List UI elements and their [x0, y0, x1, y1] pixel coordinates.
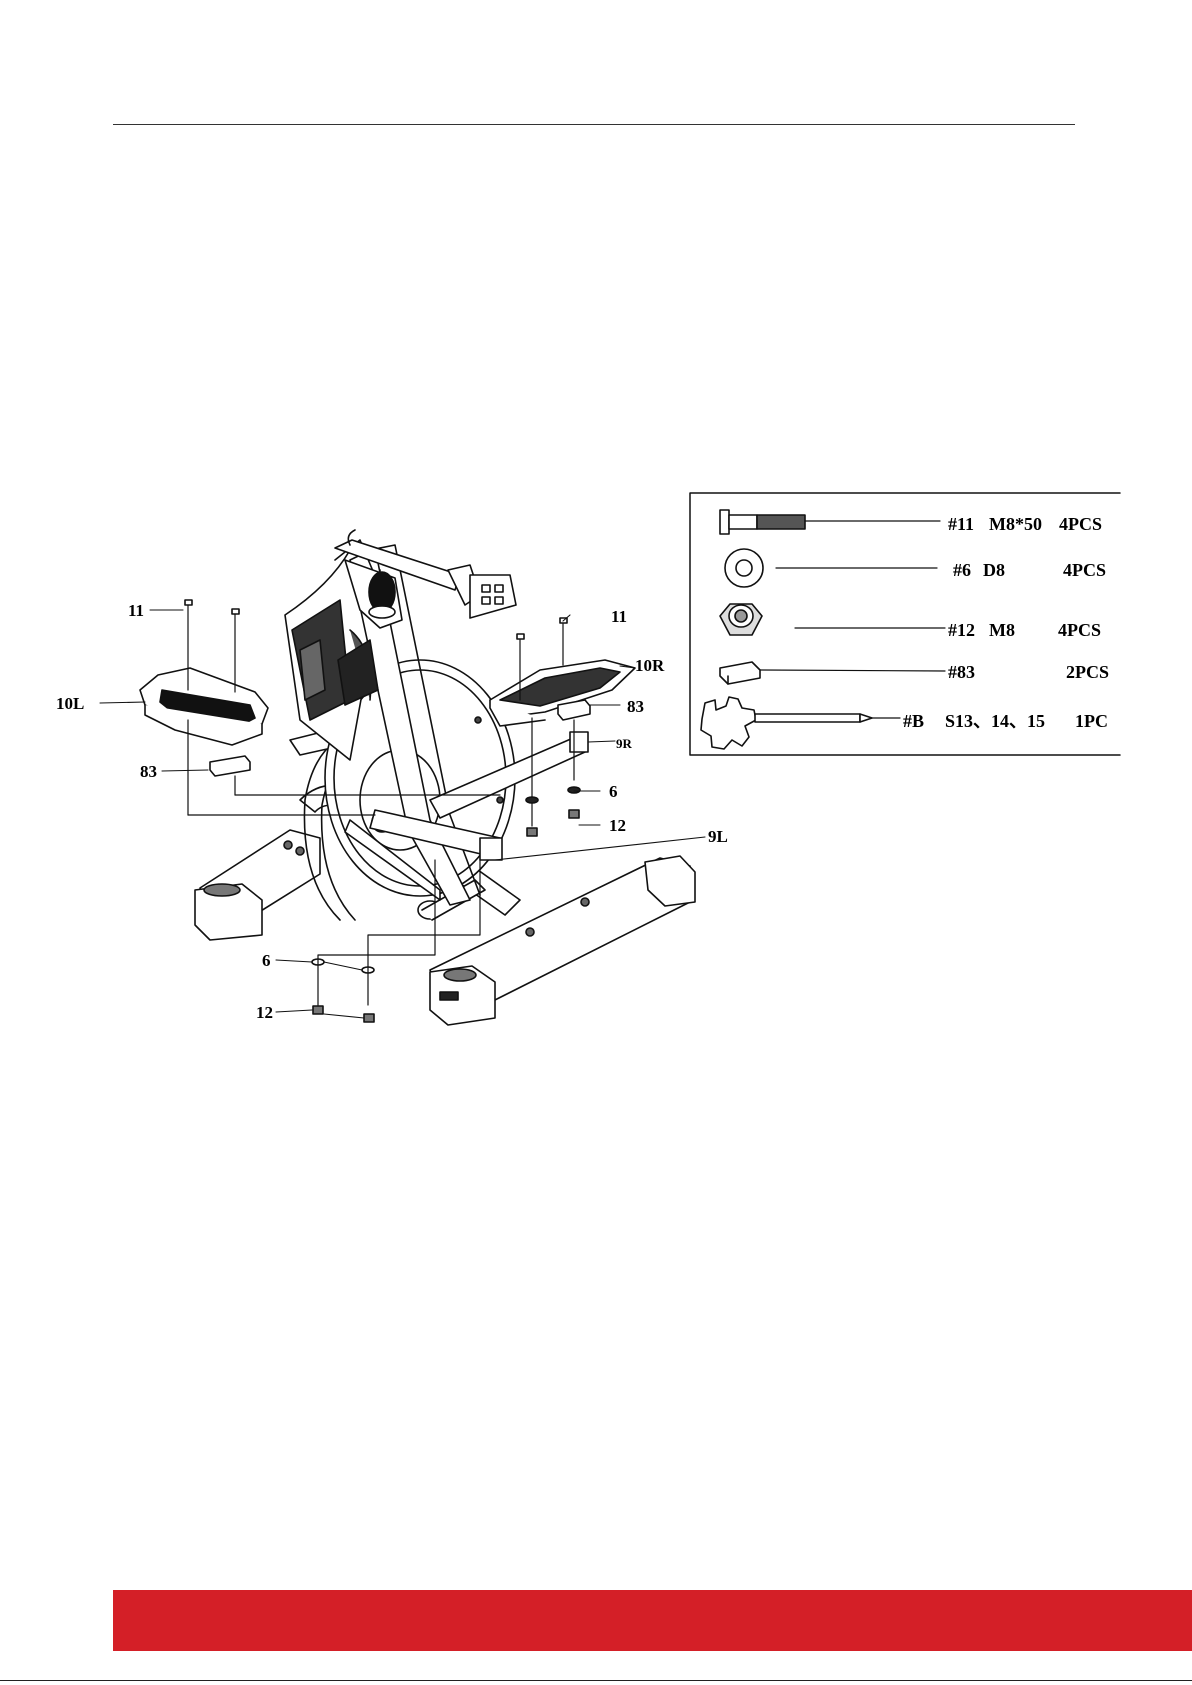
callout-bracket-left: 83	[140, 762, 157, 781]
part-6-id: #6	[953, 560, 971, 580]
callout-pedal-right: 10R	[635, 656, 665, 675]
part-6-qty: 4PCS	[1063, 560, 1106, 580]
part-6-spec: D8	[983, 560, 1005, 580]
bracket-icon	[720, 662, 945, 684]
part-b-qty: 1PC	[1075, 711, 1108, 731]
front-stabilizer	[195, 830, 320, 940]
part-12-id: #12	[948, 620, 975, 640]
pedal-left	[140, 668, 268, 745]
callout-washer-left: 6	[262, 951, 271, 970]
part-b-id: #B	[903, 711, 924, 731]
nut-icon	[720, 604, 945, 635]
bolt-icon	[720, 510, 940, 534]
part-11-id: #11	[948, 514, 974, 534]
callout-pedal-left: 10L	[56, 694, 84, 713]
callout-arm-right: 9R	[616, 736, 633, 751]
footer-rule	[0, 1680, 1192, 1681]
part-11-spec: M8*50	[989, 514, 1042, 534]
right-hardware	[517, 618, 590, 836]
washer-icon	[725, 549, 937, 587]
parts-list-text: #11 M8*50 4PCS #6 D8 4PCS #12 M8 4PCS #8…	[903, 514, 1109, 731]
callout-nut-left: 12	[256, 1003, 273, 1022]
callout-bolt-left: 11	[128, 601, 144, 620]
callout-bracket-right: 83	[627, 697, 644, 716]
part-83-qty: 2PCS	[1066, 662, 1109, 682]
footer-bar	[113, 1590, 1192, 1651]
part-12-spec: M8	[989, 620, 1015, 640]
part-11-qty: 4PCS	[1059, 514, 1102, 534]
part-12-qty: 4PCS	[1058, 620, 1101, 640]
callout-washer-right: 6	[609, 782, 618, 801]
part-b-spec: S13、14、15	[945, 711, 1045, 731]
part-83-id: #83	[948, 662, 975, 682]
wrench-icon	[701, 697, 900, 749]
callout-bolt-right: 11	[611, 607, 627, 626]
callout-nut-right: 12	[609, 816, 626, 835]
callout-arm-left: 9L	[708, 827, 728, 846]
